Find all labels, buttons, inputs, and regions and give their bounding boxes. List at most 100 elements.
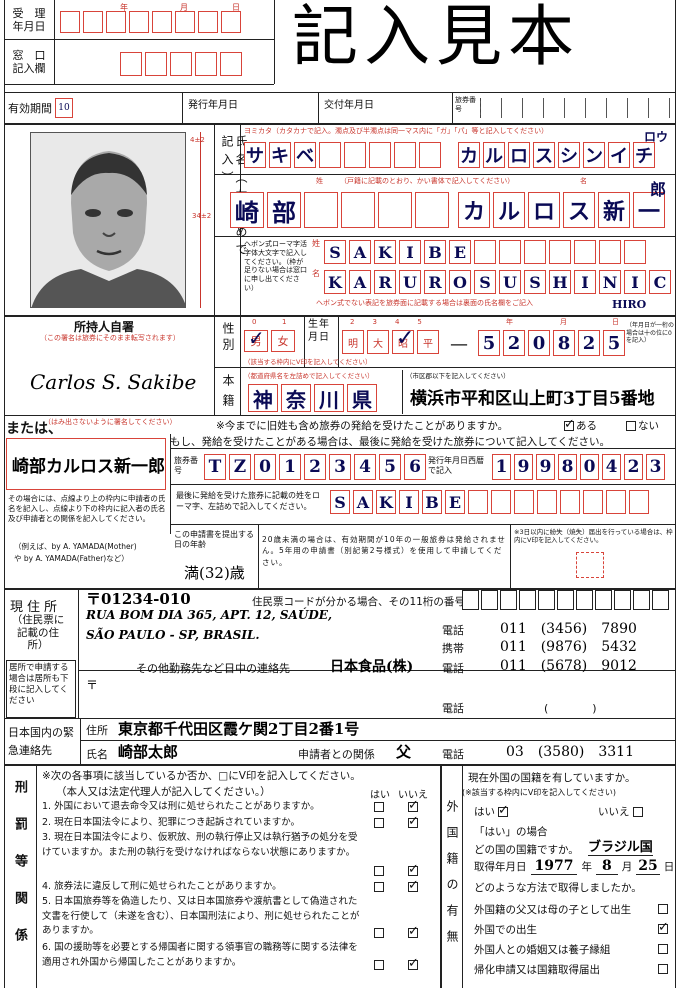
alt-signature-box[interactable] [6, 438, 166, 490]
nationality-no-checkbox[interactable] [632, 806, 643, 817]
previous-no[interactable]: ない [626, 418, 659, 433]
reception-date-boxes[interactable] [60, 11, 241, 33]
reception-year: 年 [120, 3, 128, 12]
nationality-country[interactable]: ブラジル国 [588, 836, 653, 856]
birth-era-boxes[interactable]: 明 大 昭 平 [342, 330, 439, 354]
birth-label: 生年月日 [308, 319, 330, 343]
emergency-name[interactable]: 崎部太郎 [118, 743, 179, 761]
emergency-phone[interactable]: 03 (3580) 3311 [506, 744, 634, 760]
sex-male[interactable]: 男 [244, 330, 268, 352]
signature-warning: （はみ出さないように署名してください） [44, 418, 177, 426]
sex-boxes[interactable]: 男 女 [244, 330, 295, 352]
phone-label: 電話 [442, 624, 464, 637]
domicile-note: （都道府県名を左詰めで記入してください） [244, 372, 374, 380]
roman-family-boxes[interactable]: S A K I B E [324, 240, 646, 264]
resident-code-boxes[interactable] [462, 590, 669, 610]
acq-year[interactable]: 1977 [530, 858, 578, 875]
criminal-checks-2[interactable] [374, 818, 384, 829]
criminal-checks-2-no[interactable] [408, 814, 419, 829]
previous-pp-boxes[interactable]: T Z 0 1 2 3 4 5 6 [204, 454, 426, 480]
criminal-no-header: いいえ [398, 790, 428, 801]
reception-month: 月 [180, 3, 188, 12]
sex-num-m: 0 [252, 318, 257, 326]
nationality-opt-1: 外国籍の父又は母の子として出生 [474, 904, 632, 916]
previous-yes[interactable]: ある [564, 417, 597, 433]
birth-era-nums: 2 3 4 5 [350, 318, 422, 326]
nationality-yes[interactable]: はい [474, 803, 509, 819]
work-phone-value[interactable]: 011 (5678) 9012 [500, 658, 637, 674]
criminal-checks-5[interactable] [374, 928, 384, 939]
photo-size-top: 4±2 [190, 136, 205, 144]
work-name[interactable]: 日本食品(株) [330, 659, 414, 675]
address-line2[interactable]: SÃO PAULO - SP, BRASIL. [86, 628, 260, 642]
emergency-rel[interactable]: 父 [396, 743, 412, 761]
birth-dash: — [450, 334, 468, 355]
phone2-value[interactable]: ( ) [544, 702, 597, 715]
domicile-city[interactable]: 横浜市平和区山上町3丁目5番地 [410, 389, 655, 409]
kana-family-boxes[interactable]: サ キ ベ [244, 142, 441, 168]
signature-value[interactable]: Carlos S. Sakibe [30, 370, 197, 394]
criminal-checks-3[interactable] [374, 866, 384, 877]
work-label: その他勤務先など日中の連絡先 [136, 662, 290, 675]
nationality-opt-3: 外国人との婚姻又は養子縁組 [474, 944, 611, 956]
validity-field[interactable]: 有効期間 10 [8, 98, 73, 118]
kanji-family-boxes[interactable]: 崎 部 [230, 192, 449, 228]
criminal-item-6: 6. 国の援助等を必要とする帰国者に関する領事官の職務等に関する法律を適用され外… [42, 942, 358, 968]
signature-example-1: （例えば、by A. YAMADA(Mother) [14, 542, 137, 551]
address-zip2[interactable]: 〒 [86, 678, 99, 692]
nationality-opt-2-checkbox[interactable] [658, 920, 669, 935]
previous-issue-boxes[interactable]: 1 9 9 8 0 4 2 3 [492, 454, 665, 480]
emergency-label: 日本国内の緊急連絡先 [8, 726, 74, 757]
birth-month: 月 [560, 318, 567, 326]
birth-note: （年月日が一桁の場合は十の位に0を記入） [626, 322, 675, 344]
kanji-extra: 郎 [650, 180, 667, 199]
criminal-checks-1[interactable] [374, 802, 384, 813]
applicant-photo [30, 132, 186, 308]
emergency-addr[interactable]: 東京都千代田区霞ケ関2丁目2番1号 [118, 720, 360, 738]
criminal-checks-3-no[interactable] [408, 862, 419, 877]
address-side-note: 居所で申請する場合は居所も下段に記入してください [6, 660, 76, 718]
roman-given-boxes[interactable]: K A R U R O S U S H I N I C [324, 270, 671, 294]
nationality-opt-1-checkbox[interactable] [658, 904, 668, 915]
birth-date-boxes[interactable]: 5 2 0 8 2 5 [478, 330, 625, 356]
kanji-given-boxes[interactable]: カ ル ロ ス 新 一 [458, 192, 665, 228]
kana-given-boxes[interactable]: カ ル ロ ス シ ン イ チ [458, 142, 655, 168]
previous-surname-boxes[interactable]: S A K I B E [330, 490, 649, 514]
address-line1[interactable]: RUA BOM DIA 365, APT. 12, SAÚDE, [86, 608, 333, 622]
emergency-addr-label: 住所 [86, 724, 108, 737]
address-zip[interactable]: 〒01234-010 [86, 590, 191, 608]
acq-month[interactable]: 8 [595, 858, 618, 875]
criminal-checks-6[interactable] [374, 960, 384, 971]
domicile-pref-boxes[interactable]: 神 奈 川 県 [248, 384, 377, 412]
criminal-checks-5-no[interactable] [408, 924, 419, 939]
mobile-value[interactable]: 011 (9876) 5432 [500, 639, 637, 655]
photo-size-side: 34±2 [192, 212, 212, 220]
criminal-checks-1-no[interactable] [408, 798, 419, 813]
nationality-yes-checkbox[interactable] [498, 803, 509, 818]
validity-mark: 10 [55, 98, 73, 118]
nationality-opt-4-checkbox[interactable] [658, 964, 668, 975]
sex-check-icon: ✓ [248, 326, 265, 350]
criminal-checks-4-no[interactable] [408, 878, 419, 893]
sex-female[interactable]: 女 [271, 330, 295, 352]
criminal-item-1: 1. 外国において退去命令又は刑に処せられたことがありますか。 [42, 801, 320, 812]
phone-value[interactable]: 011 (3456) 7890 [500, 621, 637, 637]
roman-label: ヘボン式ローマ字活字体大文字で記入してください。（枠が足りない場合は窓口に申し出… [244, 240, 307, 292]
window-boxes[interactable] [120, 52, 242, 76]
criminal-checks-4[interactable] [374, 882, 384, 893]
acq-day[interactable]: 25 [636, 858, 660, 875]
nationality-opt-3-checkbox[interactable] [658, 944, 668, 955]
criminal-intro: ※次の各事項に該当しているか否か、□にV印を記入してください。 [42, 770, 361, 782]
lost-checkbox[interactable] [576, 552, 604, 578]
age-value[interactable]: 満(32)歳 [184, 564, 245, 582]
age-label: この申請書を提出する日の年齢 [174, 530, 254, 549]
kanji-mid-note: （戸籍に記載のとおり、かい書体で記入してください） [340, 177, 515, 185]
nationality-no[interactable]: いいえ [598, 804, 643, 819]
previous-surname-label: 最後に発給を受けた旅券に記載の姓をローマ字、左詰めで記入してください。 [176, 491, 320, 512]
previous-no-checkbox[interactable] [626, 420, 636, 431]
criminal-side: 刑罰等関係 [12, 780, 27, 965]
previous-yes-checkbox[interactable] [564, 417, 575, 432]
criminal-checks-6-no[interactable] [408, 956, 419, 971]
passport-number-dots[interactable] [480, 98, 670, 118]
passport-number-label: 旅券番号 [455, 96, 476, 113]
